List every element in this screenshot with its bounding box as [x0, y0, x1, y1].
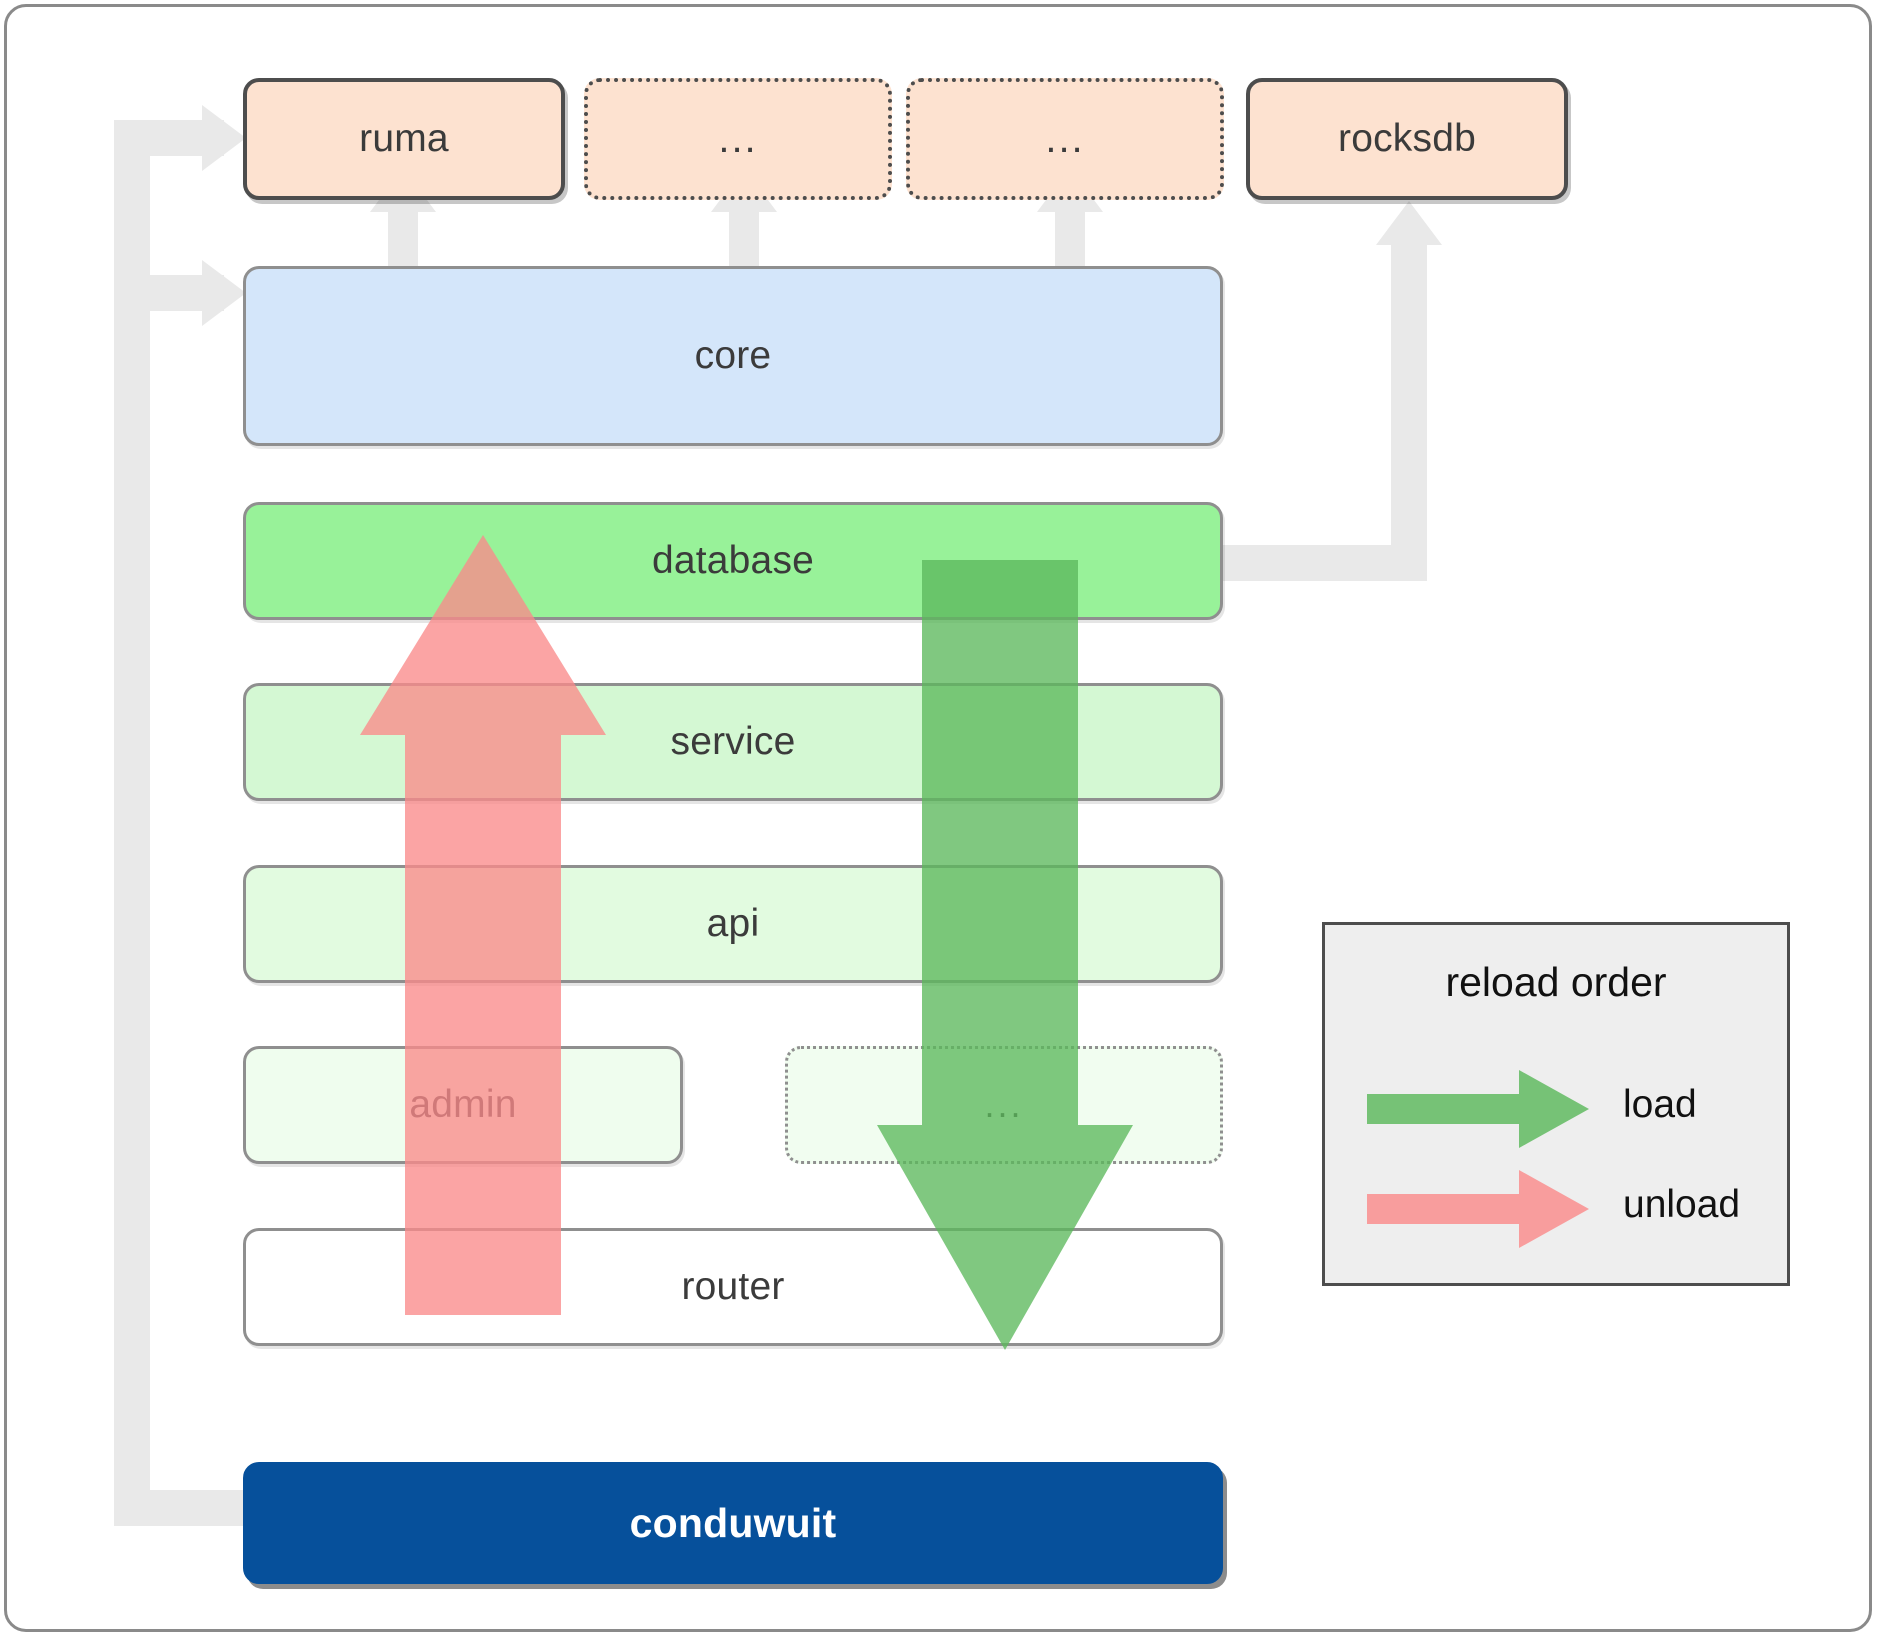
dependency-label-dots-2: ...: [1045, 117, 1085, 161]
dependency-box-dots-1[interactable]: ...: [584, 78, 892, 200]
dependency-box-dots-2[interactable]: ...: [906, 78, 1224, 200]
connector-to-core-arrowhead: [202, 260, 246, 326]
layer-label-router: router: [681, 1265, 785, 1308]
layer-box-router[interactable]: router: [243, 1228, 1223, 1346]
connector-to-ruma-arrowhead: [202, 105, 246, 171]
layer-box-dots[interactable]: ...: [785, 1046, 1223, 1164]
dependency-box-rocksdb[interactable]: rocksdb: [1246, 78, 1568, 200]
layer-label-admin: admin: [409, 1083, 517, 1126]
root-label-conduwuit: conduwuit: [629, 1499, 837, 1546]
dependency-label-dots-1: ...: [718, 117, 758, 161]
layer-label-database: database: [651, 539, 815, 582]
layer-label-api: api: [706, 902, 760, 945]
connector-core-to-dots2-stem: [1055, 207, 1085, 269]
legend-title: reload order: [1445, 959, 1667, 1005]
connector-left-trunk: [114, 120, 150, 1526]
layer-box-database[interactable]: database: [243, 502, 1223, 620]
layer-box-admin[interactable]: admin: [243, 1046, 683, 1164]
connector-core-to-dots1-stem: [729, 207, 759, 269]
legend-load-arrow: [1367, 1070, 1589, 1148]
layer-box-service[interactable]: service: [243, 683, 1223, 801]
connector-left-bottom-run: [114, 1490, 254, 1526]
legend-panel: reload order load unload: [1322, 922, 1790, 1286]
layer-label-service: service: [670, 720, 796, 763]
connector-database-to-rocksdb-riser: [1391, 240, 1427, 581]
connector-database-to-rocksdb-arrowhead: [1376, 201, 1442, 245]
layer-box-api[interactable]: api: [243, 865, 1223, 983]
legend-label-load: load: [1623, 1083, 1697, 1126]
layer-label-core: core: [694, 334, 772, 377]
connector-core-to-ruma-stem: [388, 207, 418, 269]
dependency-box-ruma[interactable]: ruma: [243, 78, 565, 200]
dependency-label-ruma: ruma: [359, 117, 449, 160]
layer-box-core[interactable]: core: [243, 266, 1223, 446]
layer-label-dots: ...: [984, 1083, 1024, 1125]
legend-label-unload: unload: [1623, 1183, 1741, 1226]
dependency-label-rocksdb: rocksdb: [1338, 117, 1476, 160]
root-box-conduwuit[interactable]: conduwuit: [243, 1462, 1223, 1584]
diagram-frame: [4, 4, 1872, 1632]
legend-unload-arrow: [1367, 1170, 1589, 1248]
